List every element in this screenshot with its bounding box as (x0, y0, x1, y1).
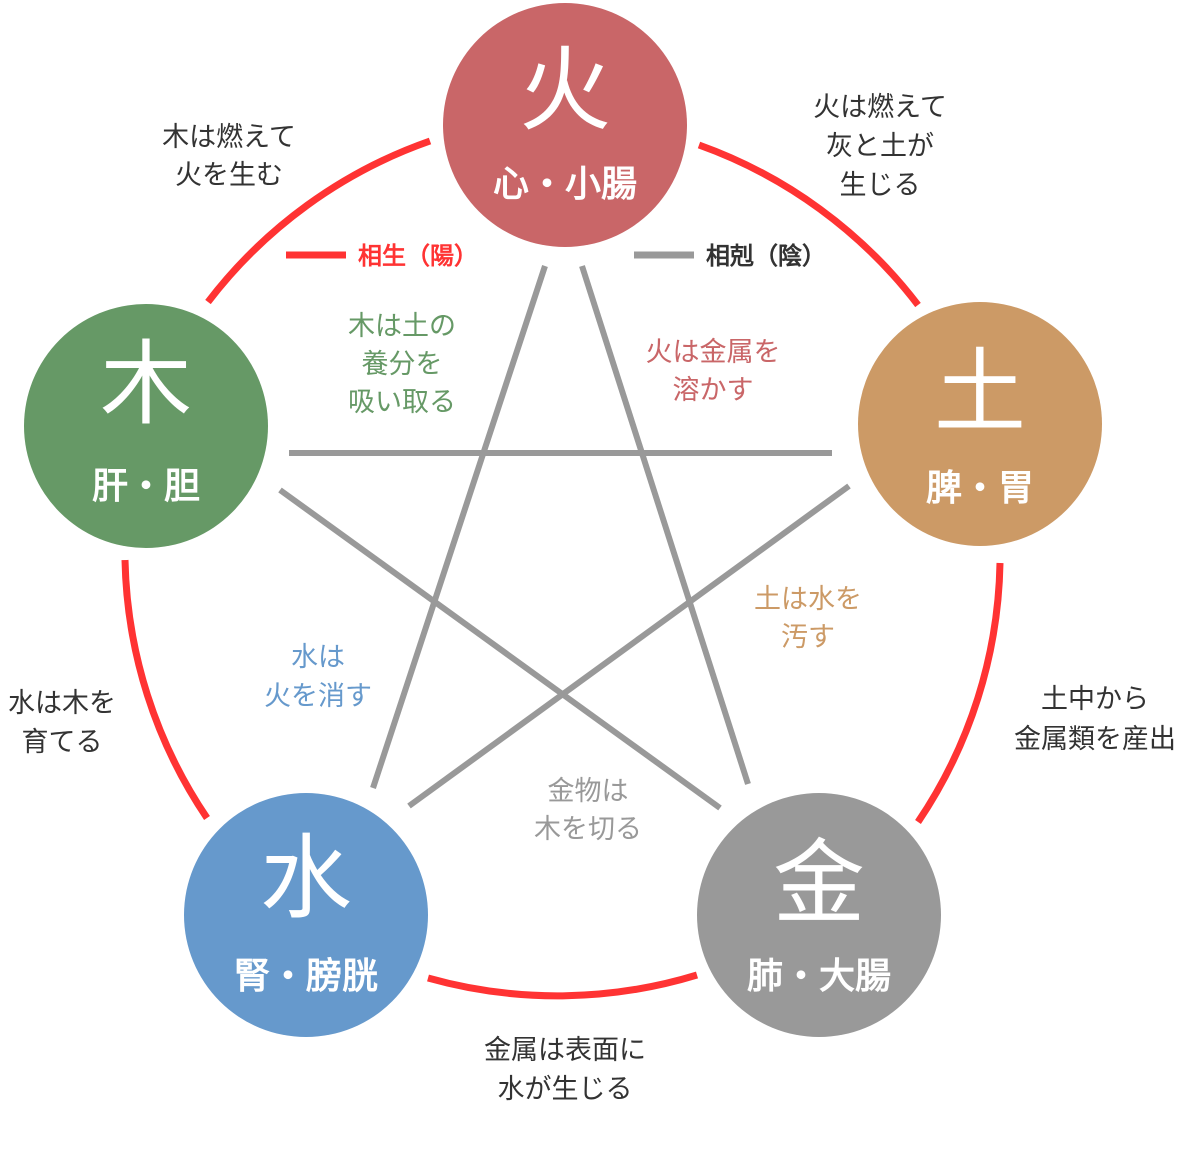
sheng-label-fire-earth: 火は燃えて 灰と土が 生じる (813, 92, 947, 201)
node-water: 水 腎・膀胱 (184, 793, 428, 1037)
node-metal-circle (697, 793, 941, 1037)
ke-label-line: 水は (291, 642, 345, 673)
node-water-organs: 腎・膀胱 (234, 956, 378, 997)
sheng-label-line: 水は木を (8, 688, 116, 719)
ke-label-line: 汚す (781, 622, 835, 653)
ke-label-line: 溶かす (673, 375, 754, 406)
node-fire-circle (443, 3, 687, 247)
sheng-cycle (121, 137, 1004, 1000)
sheng-label-line: 木は燃えて (162, 122, 296, 153)
node-earth: 土 脾・胃 (858, 302, 1102, 546)
node-wood-organs: 肝・胆 (92, 466, 200, 507)
legend-sheng-label: 相生（陽） (358, 242, 478, 270)
node-fire-organs: 心・小腸 (493, 164, 637, 205)
ke-star (278, 265, 851, 811)
ke-line-water-fire (370, 265, 548, 789)
node-wood: 木 肝・胆 (24, 304, 268, 548)
sheng-label-line: 生じる (840, 170, 921, 201)
node-earth-organs: 脾・胃 (926, 468, 1034, 509)
sheng-label-line: 火を生む (175, 160, 283, 191)
sheng-label-line: 灰と土が (826, 131, 934, 162)
sheng-arc-earth-metal (915, 562, 1004, 824)
ke-line-metal-wood (278, 487, 722, 811)
node-earth-circle (858, 302, 1102, 546)
ke-label-line: 火を消す (264, 681, 372, 712)
ke-label-line: 金物は (548, 776, 629, 807)
sheng-label-line: 金属類を産出 (1014, 724, 1176, 755)
node-wood-circle (24, 304, 268, 548)
ke-label-metal-wood: 金物は 木を切る (534, 776, 642, 845)
node-metal-element: 金 (773, 830, 865, 937)
node-water-element: 水 (260, 825, 352, 932)
node-metal-organs: 肺・大腸 (747, 956, 891, 997)
ke-label-line: 火は金属を (646, 337, 781, 368)
ke-label-wood-earth: 木は土の 養分を 吸い取る (348, 311, 456, 418)
sheng-label-line: 土中から (1041, 684, 1149, 715)
ke-label-water-fire: 水は 火を消す (264, 642, 372, 712)
node-wood-element: 木 (100, 331, 192, 438)
sheng-arc-wood-fire (205, 137, 432, 305)
node-metal: 金 肺・大腸 (697, 793, 941, 1037)
ke-label-line: 土は水を (754, 584, 862, 615)
sheng-label-line: 火は燃えて (813, 92, 947, 123)
ke-label-line: 吸い取る (348, 387, 456, 418)
ke-line-fire-metal (579, 265, 751, 785)
sheng-label-metal-water: 金属は表面に 水が生じる (484, 1035, 646, 1105)
sheng-arc-fire-earth (697, 141, 921, 308)
legend-ke-label: 相剋（陰） (706, 242, 826, 270)
legend: 相生（陽） 相剋（陰） (286, 242, 826, 270)
sheng-label-water-wood: 水は木を 育てる (8, 688, 116, 758)
ke-label-line: 木は土の (348, 311, 456, 342)
ke-label-line: 木を切る (534, 814, 642, 845)
sheng-label-line: 育てる (22, 727, 103, 758)
node-earth-element: 土 (934, 339, 1026, 446)
sheng-arc-metal-water (427, 971, 699, 1000)
sheng-label-line: 水が生じる (498, 1074, 633, 1105)
node-fire-element: 火 (519, 37, 611, 144)
sheng-arc-water-wood (121, 559, 210, 820)
ke-label-fire-metal: 火は金属を 溶かす (646, 337, 781, 406)
sheng-label-line: 金属は表面に (484, 1035, 646, 1066)
node-fire: 火 心・小腸 (443, 3, 687, 247)
sheng-label-wood-fire: 木は燃えて 火を生む (162, 122, 296, 191)
ke-line-earth-water (407, 483, 851, 809)
node-water-circle (184, 793, 428, 1037)
sheng-label-earth-metal: 土中から 金属類を産出 (1014, 684, 1176, 755)
ke-label-line: 養分を (362, 349, 443, 380)
ke-label-earth-water: 土は水を 汚す (754, 584, 862, 653)
